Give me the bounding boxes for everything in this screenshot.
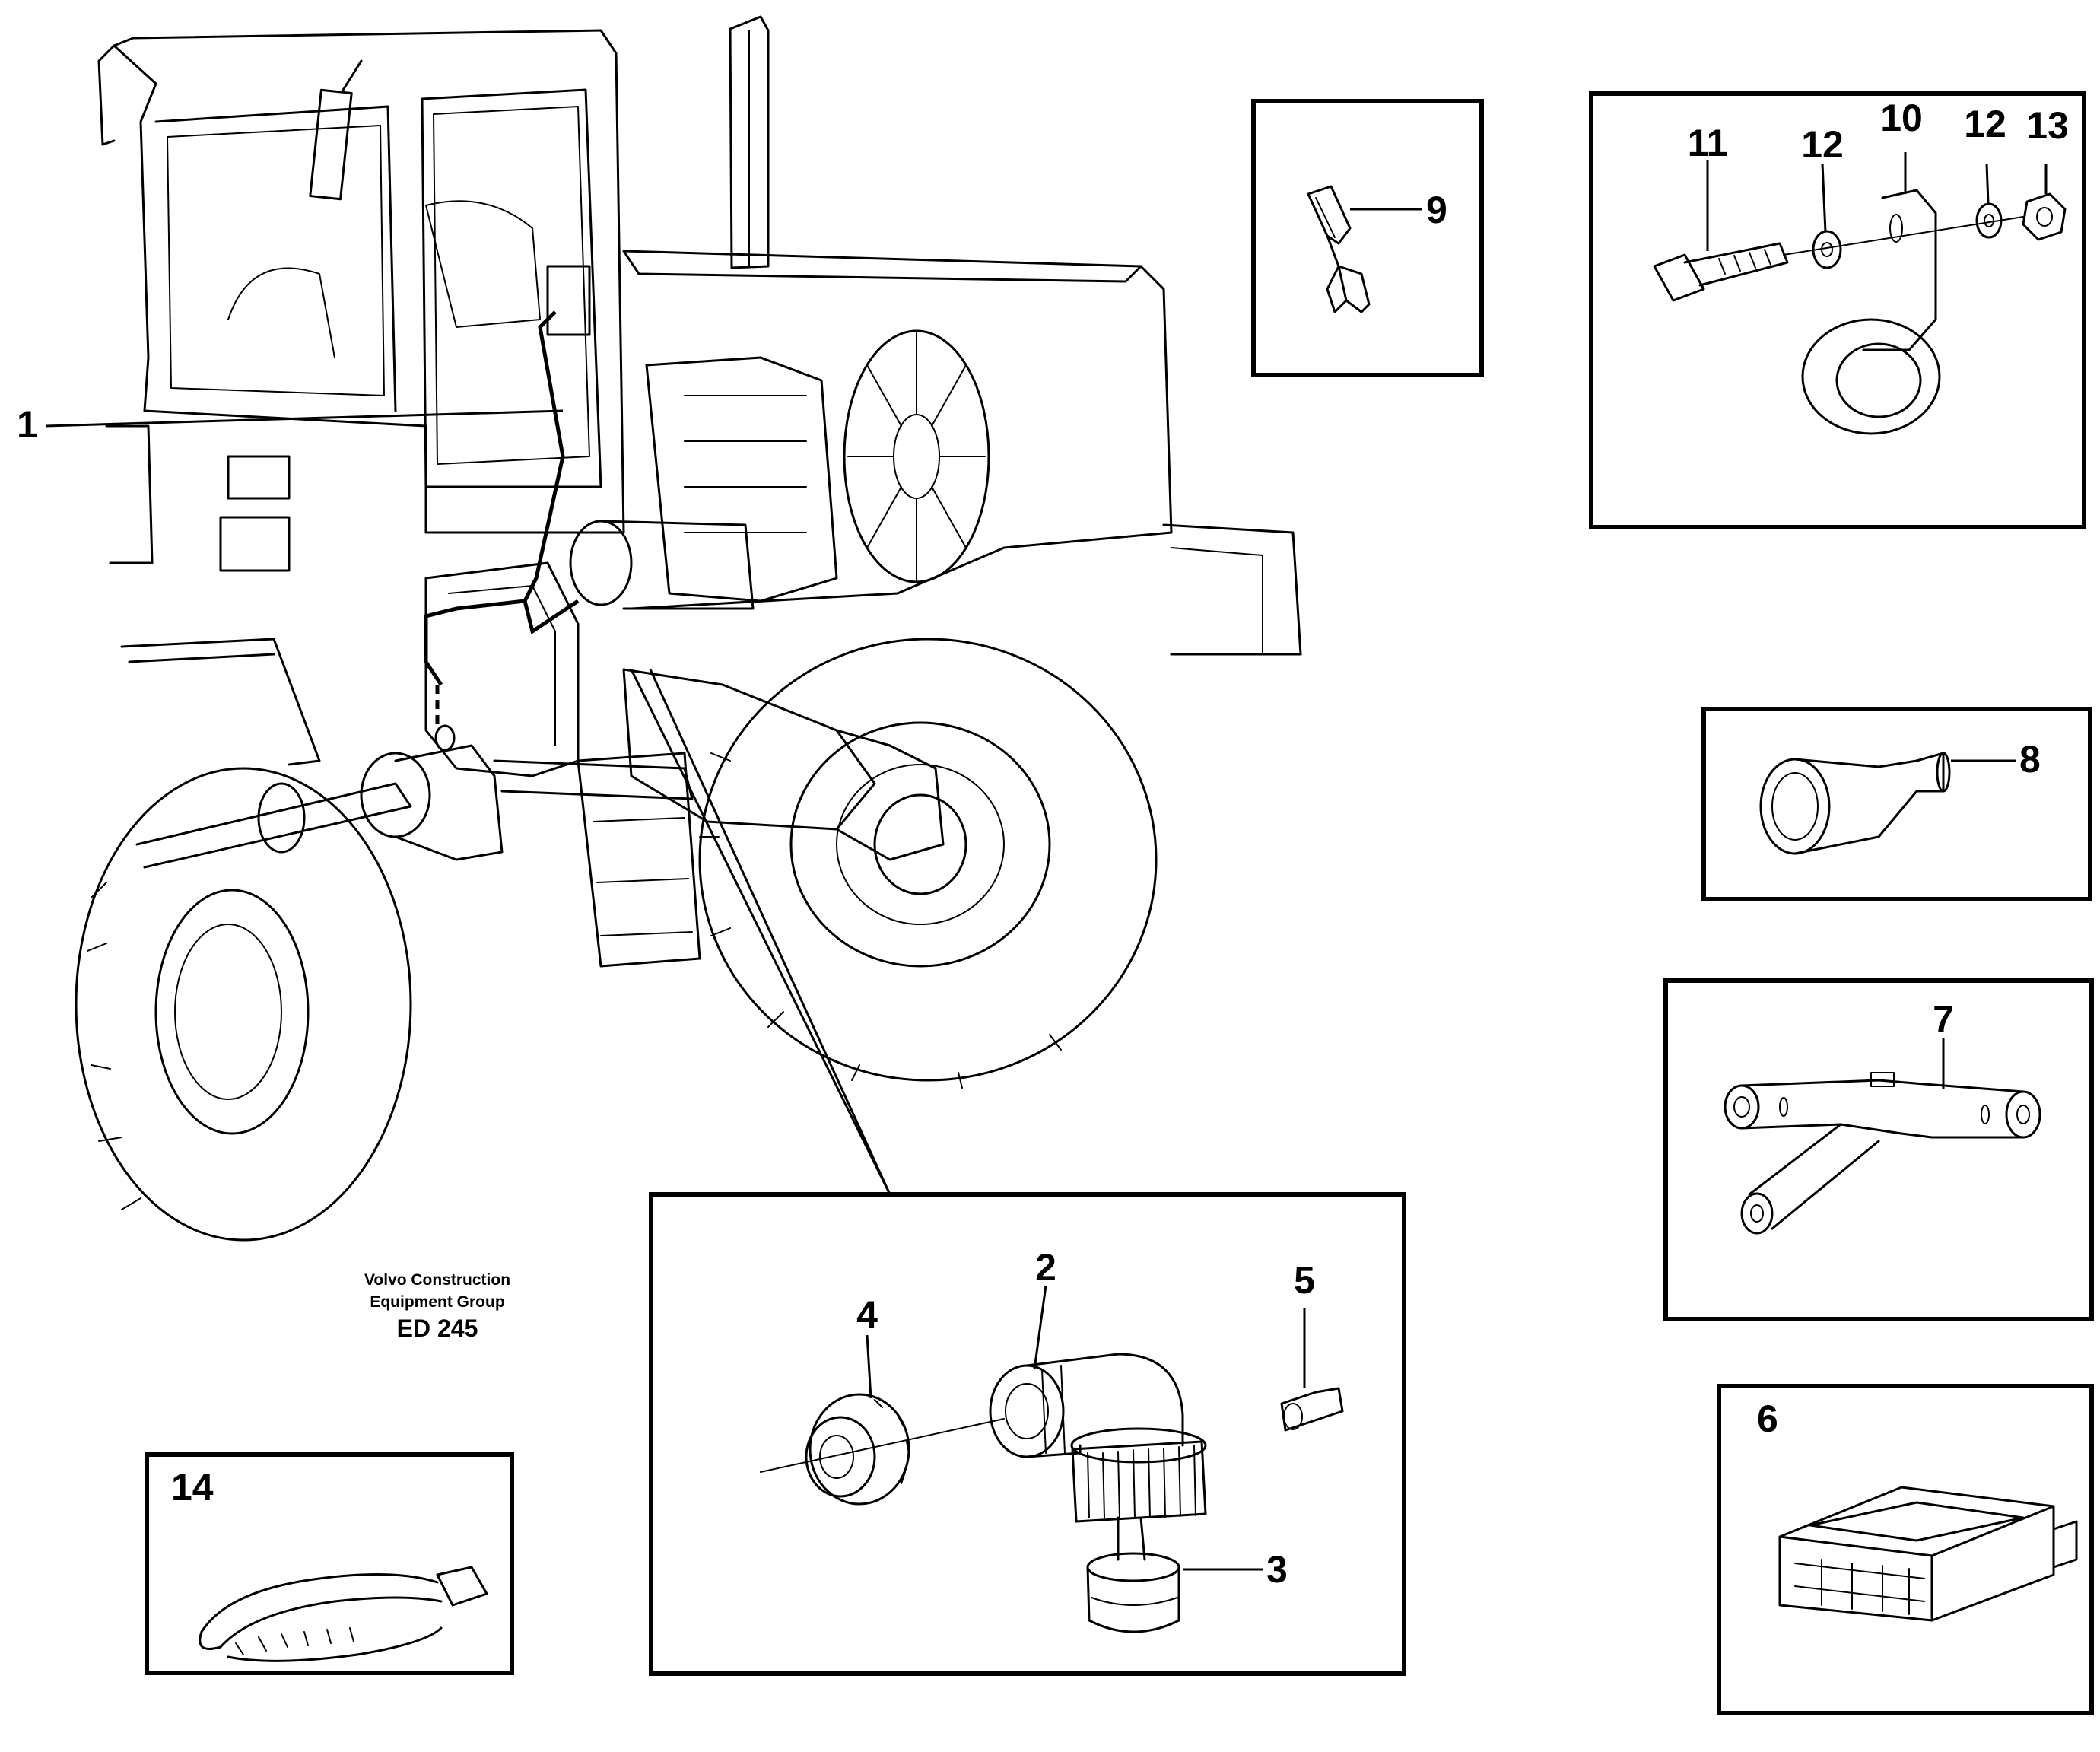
callout-12-left: 12 (1801, 123, 1844, 166)
y-branch-hose-icon (1724, 1072, 2041, 1235)
drawing-code: ED 245 (397, 1315, 478, 1342)
callout-6: 6 (1757, 1397, 1778, 1440)
callout-14: 14 (171, 1466, 214, 1509)
callout-1-leader (45, 409, 564, 428)
publisher-credit: Volvo Construction Equipment Group ED 24… (364, 1271, 510, 1342)
credit-line-1: Volvo Construction (364, 1271, 510, 1289)
box-item-14: 14 (145, 1452, 514, 1675)
callout-8: 8 (2019, 738, 2041, 781)
callout-3: 3 (1266, 1548, 1288, 1591)
callout-9: 9 (1426, 189, 1447, 231)
callout-13: 13 (2026, 104, 2069, 147)
callout-5: 5 (1294, 1259, 1315, 1302)
detail-leader-line (649, 669, 891, 1195)
callout-7: 7 (1933, 998, 1954, 1041)
box-item-6: 6 (1717, 1384, 2094, 1715)
rubber-clamp-icon (1653, 189, 2067, 435)
rubber-sleeve-icon (1759, 752, 1951, 855)
box-item-7: 7 (1663, 978, 2094, 1321)
wheel-loader-icon (75, 15, 1302, 1242)
sensor-elbow-icon (760, 1353, 1344, 1633)
cable-tie-icon (199, 1566, 488, 1662)
box-items-10-13: 11 12 10 12 13 (1589, 91, 2086, 529)
box-item-9: 9 (1251, 99, 1484, 377)
flat-terminal-icon (1307, 185, 1371, 313)
callout-4: 4 (856, 1293, 878, 1336)
detail-leader-line-2 (630, 669, 891, 1195)
callout-11: 11 (1688, 122, 1728, 164)
box-items-2-5: 4 2 3 5 (649, 1192, 1406, 1676)
box-item-8: 8 (1701, 707, 2092, 901)
callout-1: 1 (17, 403, 38, 446)
callout-12-right: 12 (1964, 103, 2006, 145)
callout-2: 2 (1035, 1246, 1056, 1289)
connector-housing-icon (1778, 1486, 2078, 1622)
callout-10: 10 (1880, 97, 1923, 139)
credit-line-2: Equipment Group (370, 1293, 504, 1311)
